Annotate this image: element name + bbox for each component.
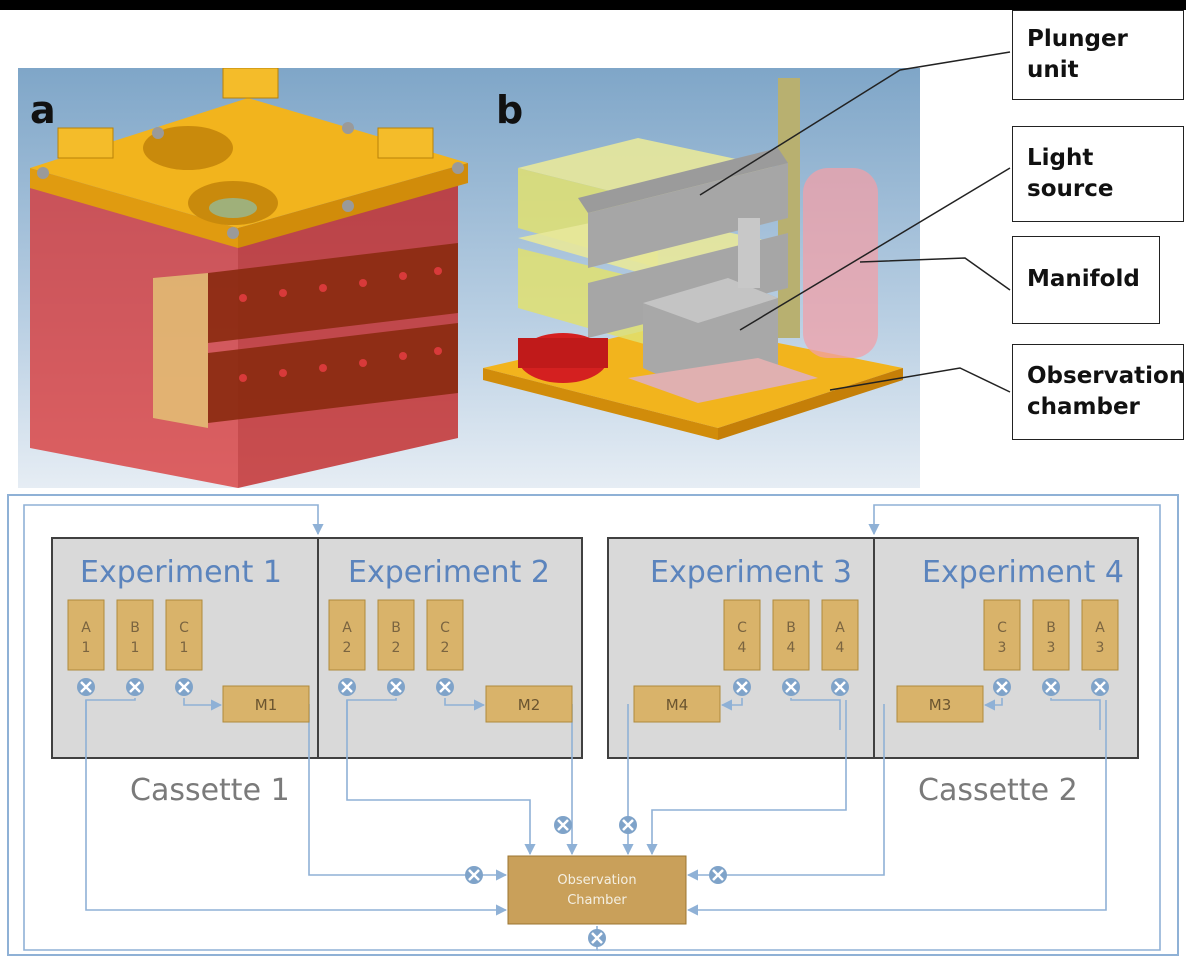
panel-label-b: b [496, 88, 524, 132]
cad-render-panel: a b [18, 68, 920, 488]
reservoir-letter: C [997, 620, 1007, 636]
reservoir-letter: A [81, 620, 91, 636]
observation-chamber-label-2: Chamber [567, 893, 627, 908]
valve-c4 [733, 678, 751, 696]
reservoir-b4: B4 [772, 599, 810, 671]
valve-m1-outlet [465, 866, 483, 884]
reservoir-c3: C3 [983, 599, 1021, 671]
plunger-unit-callout: Plunger unit [1012, 10, 1184, 100]
reservoir-b2: B2 [377, 599, 415, 671]
observation-chamber-callout: Observation chamber [1012, 344, 1185, 440]
reservoir-number: 3 [1047, 640, 1056, 656]
valve-c2 [436, 678, 454, 696]
manifold-m2: M2 [485, 685, 573, 723]
reservoir-letter: A [1095, 620, 1105, 636]
manifold-label: M1 [255, 696, 278, 714]
manifold-m4: M4 [633, 685, 721, 723]
valve-a1 [77, 678, 95, 696]
reservoir-number: 1 [180, 640, 189, 656]
reservoir-letter: C [737, 620, 747, 636]
valve-a2 [338, 678, 356, 696]
manifold-label: M2 [518, 696, 541, 714]
manifold-callout: Manifold [1012, 236, 1160, 324]
valve-a4 [831, 678, 849, 696]
experiment-title-1: Experiment 1 [80, 555, 282, 590]
cad-render-illustration [30, 68, 903, 488]
observation-chamber-box [507, 855, 687, 925]
reservoir-number: 1 [131, 640, 140, 656]
reservoir-number: 3 [998, 640, 1007, 656]
reservoir-a3: A3 [1081, 599, 1119, 671]
valve-b1 [126, 678, 144, 696]
valve-chamber-outlet [588, 929, 606, 947]
valve-m3-outlet [709, 866, 727, 884]
valve-a3 [1091, 678, 1109, 696]
reservoir-letter: C [440, 620, 450, 636]
valve-c1 [175, 678, 193, 696]
experiment-title-4: Experiment 4 [922, 555, 1124, 590]
valve-m4-outlet [619, 816, 637, 834]
reservoir-letter: B [130, 620, 140, 636]
reservoir-a4: A4 [821, 599, 859, 671]
top-border [0, 0, 1186, 10]
experiment-title-3: Experiment 3 [650, 555, 852, 590]
reservoir-letter: B [1046, 620, 1056, 636]
experiment-title-2: Experiment 2 [348, 555, 550, 590]
reservoir-a2: A2 [328, 599, 366, 671]
reservoir-letter: B [391, 620, 401, 636]
reservoir-number: 4 [738, 640, 747, 656]
manifold-label: M3 [929, 696, 952, 714]
valve-b3 [1042, 678, 1060, 696]
reservoir-letter: B [786, 620, 796, 636]
panel-label-a: a [30, 88, 56, 132]
reservoir-number: 2 [343, 640, 352, 656]
reservoir-number: 2 [392, 640, 401, 656]
reservoir-letter: A [342, 620, 352, 636]
valve-b2 [387, 678, 405, 696]
observation-chamber-label-1: Observation [557, 873, 636, 888]
manifold-m1: M1 [222, 685, 310, 723]
manifold-label: M4 [666, 696, 689, 714]
reservoir-letter: A [835, 620, 845, 636]
valve-m2-outlet [554, 816, 572, 834]
light-source-callout: Light source [1012, 126, 1184, 222]
reservoir-number: 4 [787, 640, 796, 656]
reservoir-b3: B3 [1032, 599, 1070, 671]
reservoir-number: 4 [836, 640, 845, 656]
reservoir-b1: B1 [116, 599, 154, 671]
diagram-border [7, 494, 1179, 956]
reservoir-number: 3 [1096, 640, 1105, 656]
reservoir-c4: C4 [723, 599, 761, 671]
assembly-a-illustration [30, 68, 468, 488]
manifold-m3: M3 [896, 685, 984, 723]
cassette-label-1: Cassette 1 [130, 773, 290, 808]
valve-c3 [993, 678, 1011, 696]
reservoir-a1: A1 [67, 599, 105, 671]
reservoir-number: 2 [441, 640, 450, 656]
reservoir-letter: C [179, 620, 189, 636]
cassette-label-2: Cassette 2 [918, 773, 1078, 808]
valve-b4 [782, 678, 800, 696]
reservoir-c1: C1 [165, 599, 203, 671]
reservoir-c2: C2 [426, 599, 464, 671]
reservoir-number: 1 [82, 640, 91, 656]
